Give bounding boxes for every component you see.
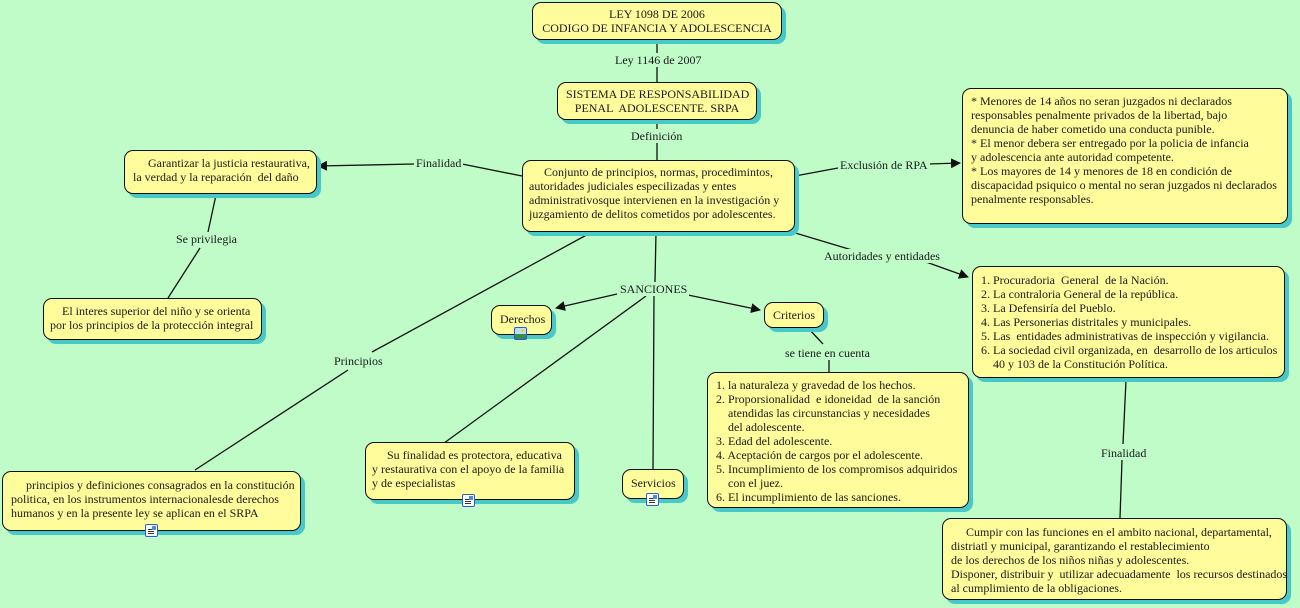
node-ley-1098-line: LEY 1098 DE 2006 <box>609 7 705 21</box>
node-exclusion-line: * Los mayores de 14 y menores de 18 en c… <box>971 164 1232 178</box>
node-derechos-label: Derechos <box>500 312 546 326</box>
link-sanciones-to-derechos <box>555 293 618 311</box>
node-ley-1098-line: CODIGO DE INFANCIA Y ADOLESCENCIA <box>542 21 772 35</box>
node-exclusion-line: discapacidad psiquico o mental no seran … <box>971 178 1277 192</box>
node-cumplir-line: al cumplimiento de la obligaciones. <box>951 581 1122 595</box>
node-garantizar-line: la verdad y la reparación del daño <box>133 170 299 184</box>
node-autoridades-line: 5. Las entidades administrativas de insp… <box>981 329 1269 343</box>
node-ley-1098[interactable]: LEY 1098 DE 2006 CODIGO DE INFANCIA Y AD… <box>532 2 782 40</box>
node-definicion-line: juzgamiento de delitos cometidos por ado… <box>529 207 776 221</box>
node-finalidad-sancion[interactable]: Su finalidad es protectora, educativa y … <box>365 442 575 500</box>
node-finalidad-sancion-line: y restaurativa con el apoyo de la famili… <box>372 462 565 476</box>
link-label-autoridades-entidades[interactable]: Autoridades y entidades <box>822 249 942 263</box>
node-autoridades-line: 3. La Defensiría del Pueblo. <box>981 301 1116 315</box>
link-criterios-to-tiene <box>807 327 824 345</box>
link-autoridades-to-box <box>925 261 969 279</box>
node-criterios-list[interactable]: 1. la naturaleza y gravedad de los hecho… <box>707 372 969 508</box>
link-privilegia-to-interes <box>167 247 201 299</box>
link-garantizar-to-privilegia <box>207 194 217 233</box>
node-criterios-list-line: 4. Aceptación de cargos por el adolescen… <box>716 448 924 462</box>
node-definicion-line: Conjunto de principios, normas, procedim… <box>529 165 773 179</box>
node-servicios-label: Servicios <box>631 476 676 490</box>
node-criterios-label: Criterios <box>773 308 815 322</box>
link-label-se-tiene-en-cuenta[interactable]: se tiene en cuenta <box>783 346 872 360</box>
link-label-principios[interactable]: Principios <box>332 354 385 368</box>
node-principios-line: humanos y en la presente ley se aplican … <box>11 506 259 520</box>
link-label-ley-1146[interactable]: Ley 1146 de 2007 <box>613 53 704 67</box>
node-cumplir-line: Disponer, distribuir y utilizar adecuada… <box>951 567 1288 581</box>
node-definicion-line: autoridades judiciales especilizadas y e… <box>529 179 737 193</box>
link-exclusion-to-box <box>927 158 961 169</box>
link-label-finalidad-right[interactable]: Finalidad <box>1099 446 1149 460</box>
node-principios[interactable]: principios y definiciones consagrados en… <box>2 471 301 531</box>
link-label-exclusion-rpa[interactable]: Exclusión de RPA <box>838 158 930 172</box>
node-interes-superior[interactable]: El interes superior del niño y se orient… <box>43 298 262 340</box>
node-definicion-line: administrativosque intervienen en la inv… <box>529 193 780 207</box>
link-def-to-finalidad <box>461 163 523 177</box>
node-finalidad-sancion-line: Su finalidad es protectora, educativa <box>372 448 562 462</box>
link-finalidad-to-cumplir <box>1119 459 1123 519</box>
node-exclusion-line: y adolescencia ante autoridad competente… <box>971 150 1174 164</box>
node-autoridades-line: 4. Las Personerias distritales y municip… <box>981 315 1192 329</box>
node-principios-line: principios y definiciones consagrados en… <box>11 478 295 492</box>
node-exclusion-line: penalmente responsables. <box>971 192 1094 206</box>
node-garantizar[interactable]: Garantizar la justicia restaurativa, la … <box>124 150 317 194</box>
node-criterios-list-line: con el juez. <box>716 476 783 490</box>
link-def-to-principios <box>371 231 593 353</box>
link-def-to-exclusion <box>794 167 839 177</box>
node-exclusion-line: denuncia de haber cometido una conducta … <box>971 122 1215 136</box>
node-criterios-list-line: 5. Incumplimiento de los compromisos adq… <box>716 462 958 476</box>
link-label-sanciones[interactable]: SANCIONES <box>618 282 690 296</box>
link-def-to-autoridades <box>791 231 853 251</box>
document-icon[interactable] <box>646 493 659 506</box>
node-autoridades-line: 2. La contraloria General de la repúblic… <box>981 287 1179 301</box>
node-exclusion[interactable]: * Menores de 14 años no seran juzgados n… <box>962 88 1288 224</box>
node-criterios[interactable]: Criterios <box>764 302 824 328</box>
node-cumplir[interactable]: Cumpir con las funciones en el ambito na… <box>942 518 1287 600</box>
node-cumplir-line: Cumpir con las funciones en el ambito na… <box>951 525 1272 539</box>
document-icon[interactable] <box>462 494 475 507</box>
node-srpa-line: PENAL ADOLESCENTE. SRPA <box>574 101 740 115</box>
node-srpa[interactable]: SISTEMA DE RESPONSABILIDAD PENAL ADOLESC… <box>557 82 757 120</box>
node-exclusion-line: * El menor debera ser entregado por la p… <box>971 136 1249 150</box>
node-principios-line: politica, en los instrumentos internacio… <box>11 492 279 506</box>
node-exclusion-line: responsables penalmente privados de la l… <box>971 108 1228 122</box>
node-autoridades-line: 40 y 103 de la Constitución Política. <box>981 357 1168 371</box>
link-label-definicion[interactable]: Definición <box>629 129 685 143</box>
image-icon[interactable] <box>514 327 527 340</box>
node-finalidad-sancion-line: y de especialistas <box>372 476 456 490</box>
link-sanciones-to-servicios <box>652 295 655 470</box>
node-definicion[interactable]: Conjunto de principios, normas, procedim… <box>522 160 795 232</box>
node-exclusion-line: * Menores de 14 años no seran juzgados n… <box>971 94 1232 108</box>
node-garantizar-line: Garantizar la justicia restaurativa, <box>133 156 310 170</box>
link-finalidad-to-garantizar <box>317 160 415 171</box>
node-srpa-line: SISTEMA DE RESPONSABILIDAD <box>566 87 750 101</box>
node-criterios-list-line: 6. El incumplimiento de las sanciones. <box>716 490 901 504</box>
node-autoridades[interactable]: 1. Procuradoria General de la Nación. 2.… <box>972 266 1285 378</box>
link-sanciones-to-criterios <box>687 294 761 314</box>
link-autoridades-to-finalidad <box>1122 379 1127 445</box>
node-autoridades-line: 1. Procuradoria General de la Nación. <box>981 273 1169 287</box>
document-icon[interactable] <box>145 524 158 537</box>
node-criterios-list-line: atendidas las circunstancias y necesidad… <box>716 406 930 420</box>
node-criterios-list-line: del adolescente. <box>716 420 805 434</box>
node-criterios-list-line: 1. la naturaleza y gravedad de los hecho… <box>716 378 916 392</box>
link-label-finalidad-left[interactable]: Finalidad <box>414 156 464 170</box>
link-sanciones-to-finalidad <box>439 295 647 447</box>
node-interes-line: por los principios de la protección inte… <box>50 318 254 332</box>
link-principios-to-box <box>194 369 349 471</box>
link-def-to-sanciones <box>654 231 657 283</box>
link-label-se-privilegia[interactable]: Se privilegia <box>174 232 239 246</box>
node-cumplir-line: de los derechos de los niños niñas y ado… <box>951 553 1190 567</box>
node-criterios-list-line: 3. Edad del adolescente. <box>716 434 833 448</box>
node-cumplir-line: distriatl y municipal, garantizando el r… <box>951 539 1210 553</box>
node-autoridades-line: 6. La sociedad civil organizada, en desa… <box>981 343 1278 357</box>
node-criterios-list-line: 2. Proporsionalidad e idoneidad de la sa… <box>716 392 941 406</box>
node-interes-line: El interes superior del niño y se orient… <box>50 304 251 318</box>
